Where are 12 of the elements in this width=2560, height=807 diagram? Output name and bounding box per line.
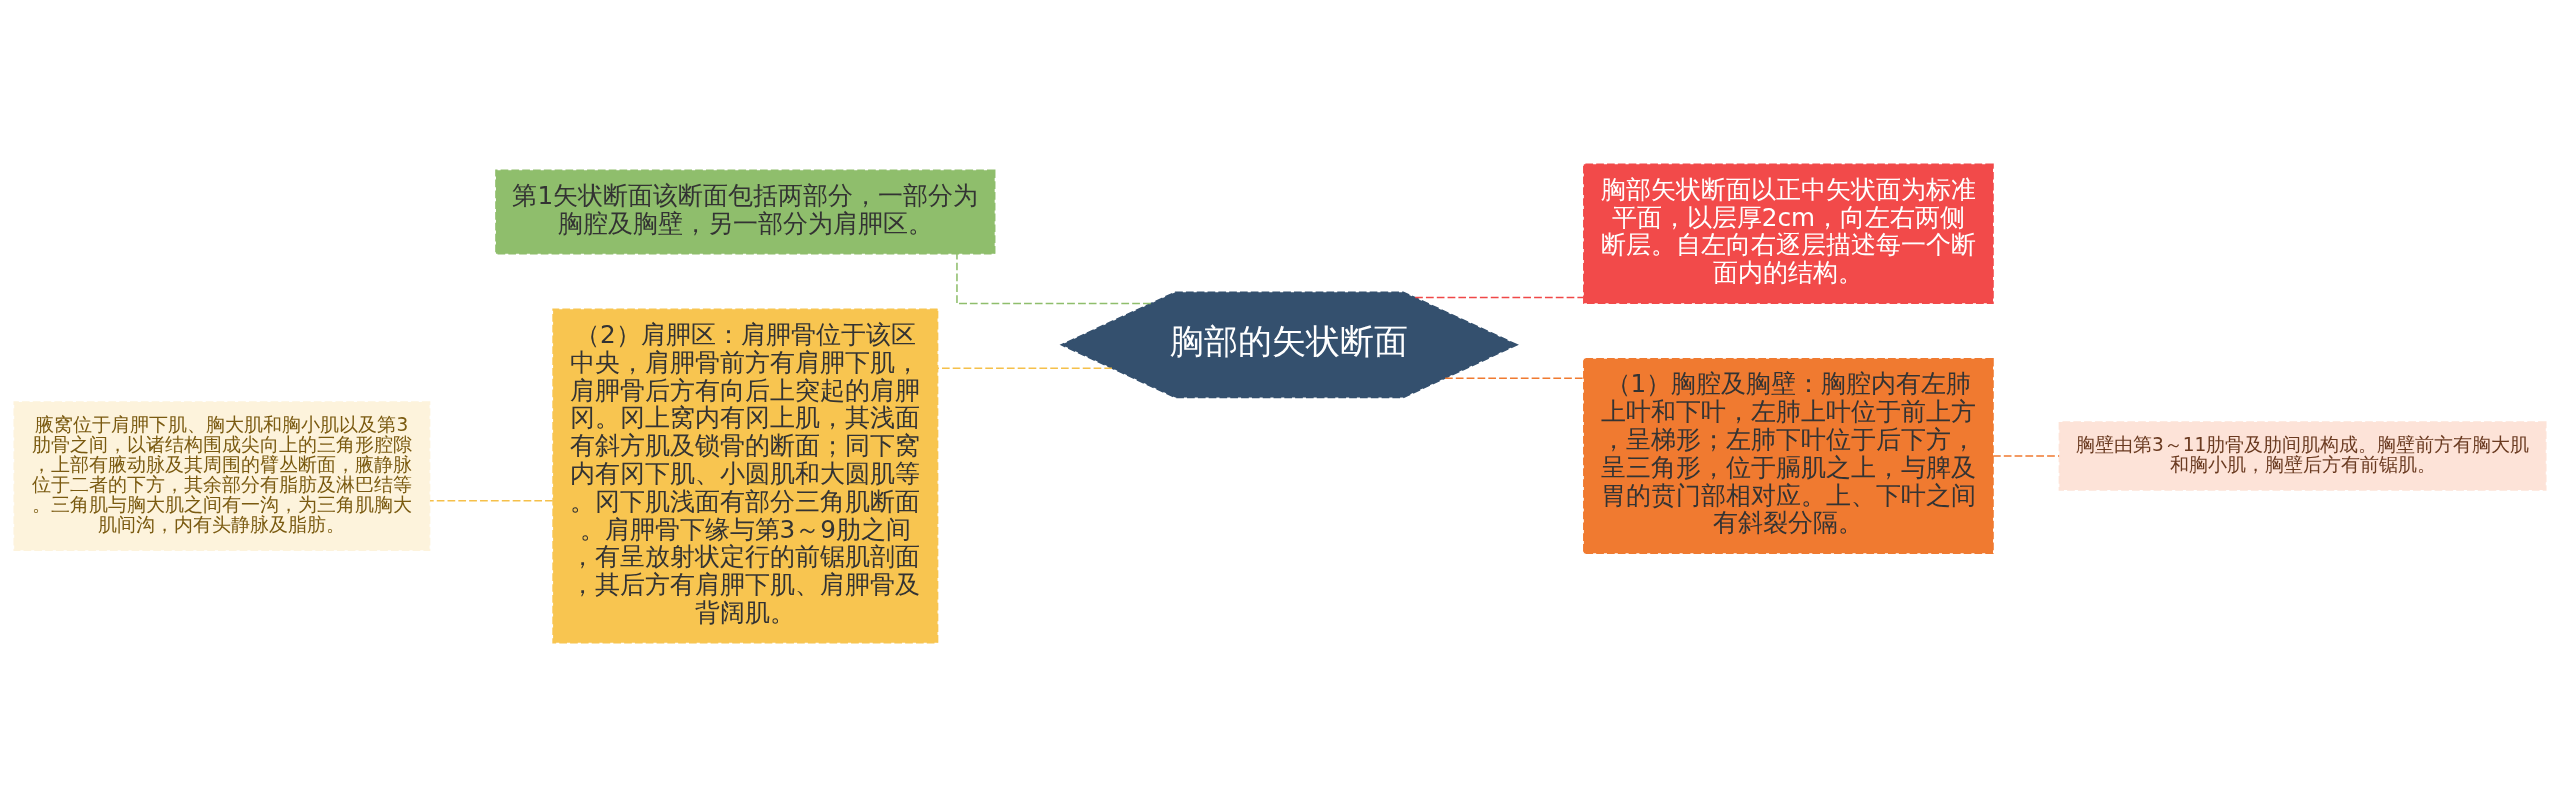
connector: [1992, 455, 2060, 457]
connector: [1414, 296, 1585, 299]
node-box: 腋窝位于肩胛下肌、胸大肌和胸小肌以及第3肋骨之间，以诸结构围成尖向上的三角形腔隙，上部有腋动脉及其周围的臂丛断面，腋静脉位于二者的下方，其余部分有脂肪及淋巴结等。三角肌与胸大肌之间有一沟，为三角肌胸大肌间沟，内有头静脉及脂肪。: [13, 401, 431, 551]
connector: [937, 367, 1113, 370]
connector: [429, 500, 554, 502]
node-box: （1）胸腔及胸壁：胸腔内有左肺上叶和下叶，左肺上叶位于前上方，呈梯形；左肺下叶位于后下方，呈三角形，位于膈肌之上，与脾及胃的贲门部相对应。上、下叶之间有斜裂分隔。: [1583, 357, 1994, 555]
node-box: （2）肩胛区：肩胛骨位于该区中央，肩胛骨前方有肩胛下肌，肩胛骨后方有向后上突起的肩胛冈。冈上窝内有冈上肌，其浅面有斜方肌及锁骨的断面；同下窝内有冈下肌、小圆肌和大圆肌等。冈下肌浅面有部分三角肌断面。肩胛骨下缘与第3～9肋之间，有呈放射状定行的前锯肌剖面，其后方有肩胛下肌、肩胛骨及背阔肌。: [552, 308, 939, 644]
node-box: 胸部矢状断面以正中矢状面为标准平面，以层厚2cm，向左右两侧断层。自左向右逐层描述每一个断面内的结构。: [1583, 163, 1994, 304]
connector: [1444, 377, 1585, 380]
node-box: 第1矢状断面该断面包括两部分，一部分为胸腔及胸壁，另一部分为肩胛区。: [495, 169, 996, 255]
node-box: 胸壁由第3～11肋骨及肋间肌构成。胸壁前方有胸大肌和胸小肌，胸壁后方有前锯肌。: [2058, 421, 2547, 491]
connector: [956, 253, 1152, 305]
